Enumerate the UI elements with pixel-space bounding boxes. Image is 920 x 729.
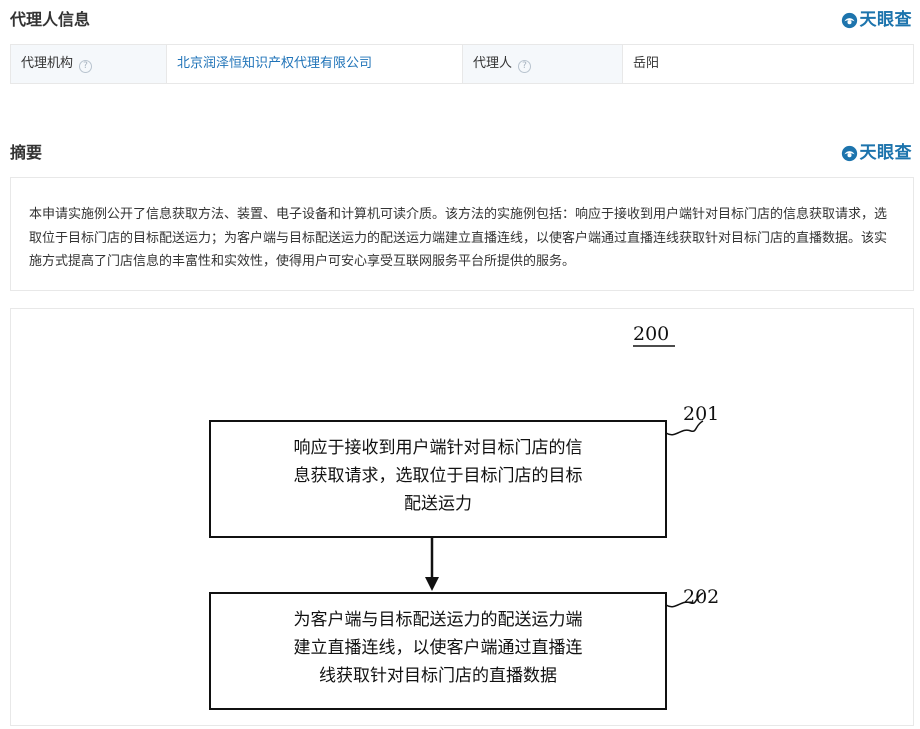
abstract-section-header: 摘要 天眼查 (10, 142, 912, 172)
step2-box (209, 592, 667, 710)
agency-value-cell: 北京润泽恒知识产权代理有限公司 (167, 45, 463, 83)
help-circle-icon[interactable]: ? (79, 60, 93, 73)
brand-logo-icon (841, 145, 857, 161)
agent-label: 代理人 (473, 56, 513, 71)
patent-figure: 200 响应于接收到用户端针对目标门店的信 息获取请求，选取位于目标门店的目标 … (10, 308, 914, 726)
step2-line3: 线获取针对目标门店的直播数据 (319, 666, 557, 686)
brand-name: 天眼查 (859, 10, 912, 30)
brand-logo[interactable]: 天眼查 (841, 9, 913, 31)
step2-line2: 建立直播连线，以使客户端通过直播连 (294, 637, 583, 658)
step2-leader-line (665, 592, 704, 608)
abstract-text-box: 本申请实施例公开了信息获取方法、装置、电子设备和计算机可读介质。该方法的实施例包… (10, 177, 914, 291)
agency-link[interactable]: 北京润泽恒知识产权代理有限公司 (177, 56, 373, 71)
agent-section-header: 代理人信息 天眼查 (10, 9, 912, 39)
brand-logo[interactable]: 天眼查 (841, 142, 913, 164)
figure-number: 200 (633, 323, 669, 345)
flow-arrow-head (425, 577, 439, 591)
step2-line1: 为客户端与目标配送运力的配送运力端 (294, 610, 583, 630)
step1-line1: 响应于接收到用户端针对目标门店的信 (294, 438, 583, 458)
abstract-section-title: 摘要 (10, 143, 43, 162)
brand-name: 天眼查 (859, 143, 912, 163)
agent-value: 岳阳 (633, 56, 660, 71)
agent-info-table: 代理机构? 北京润泽恒知识产权代理有限公司 代理人? 岳阳 (10, 44, 914, 84)
abstract-text: 本申请实施例公开了信息获取方法、装置、电子设备和计算机可读介质。该方法的实施例包… (29, 207, 888, 269)
flowchart-drawing: 200 响应于接收到用户端针对目标门店的信 息获取请求，选取位于目标门店的目标 … (209, 323, 719, 710)
agent-label-cell: 代理人? (463, 45, 623, 83)
step1-number: 201 (683, 403, 719, 425)
step1-line3: 配送运力 (404, 494, 472, 514)
step1-box (209, 420, 667, 538)
agency-label: 代理机构 (21, 56, 74, 71)
agency-label-cell: 代理机构? (11, 45, 167, 83)
step1-leader-line (665, 420, 704, 436)
brand-logo-icon (841, 12, 857, 28)
step2-number: 202 (683, 586, 719, 608)
help-circle-icon[interactable]: ? (518, 60, 532, 73)
agent-section-title: 代理人信息 (10, 10, 91, 29)
agent-value-cell: 岳阳 (623, 45, 913, 83)
step1-line2: 息获取请求，选取位于目标门店的目标 (294, 466, 583, 486)
